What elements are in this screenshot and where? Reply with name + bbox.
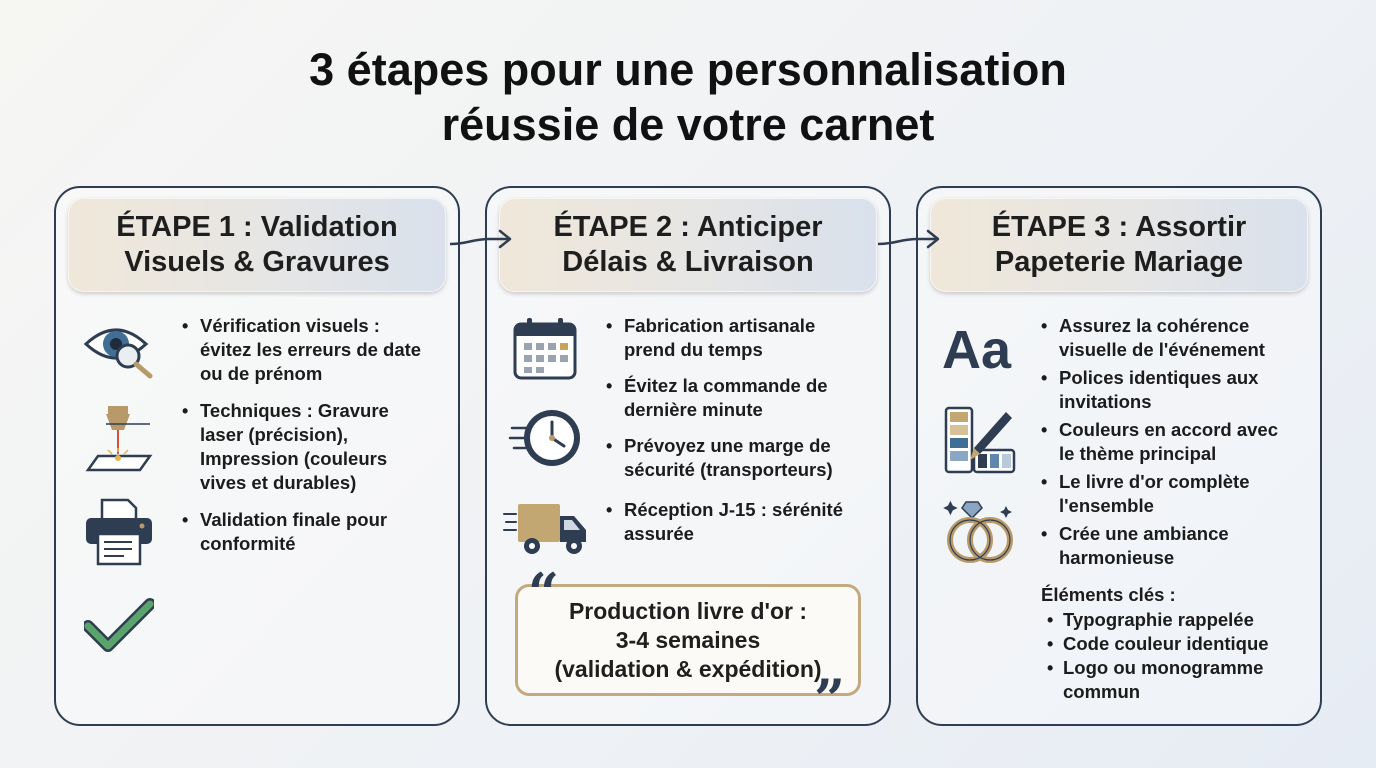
bullet-text-line: visuelle de l'événement	[1059, 339, 1265, 360]
printer-icon	[86, 498, 152, 566]
bullet-text-line: Impression (couleurs	[200, 448, 388, 469]
step-2-heading-line-2: Délais & Livraison	[562, 246, 814, 278]
bullet-text-line: Crée une ambiance	[1059, 523, 1229, 544]
bullet-text-line: commun	[1063, 681, 1141, 702]
bullet-text-line: dernière minute	[624, 399, 763, 420]
bullet-text-line: sécurité (transporteurs)	[624, 459, 833, 480]
step-2-heading: ÉTAPE 2 : Anticiper Délais & Livraison	[499, 198, 877, 292]
step-3-heading-line-2: Papeterie Mariage	[994, 246, 1244, 278]
bullet-text-line: évitez les erreurs de date	[200, 339, 422, 360]
list-item: Typographie rappelée	[1043, 608, 1313, 632]
step-1-heading-line-1: ÉTAPE 1 : Validation	[116, 211, 398, 243]
bullet-text-line: Logo ou monogramme	[1063, 657, 1264, 678]
bullet-text-line: Assurez la cohérence	[1059, 315, 1250, 336]
typography-icon-glyph: Aa	[942, 320, 1012, 376]
typography-icon: Aa	[942, 320, 1012, 376]
step-3-heading-line-1: ÉTAPE 3 : Assortir	[991, 211, 1247, 243]
laser-engraving-icon	[85, 406, 153, 472]
list-item: Le livre d'or complète l'ensemble	[1037, 470, 1315, 518]
callout-line-1: Production livre d'or :	[568, 597, 808, 624]
bullet-text-line: ou de prénom	[200, 363, 323, 384]
bullet-text-line: Polices identiques aux	[1059, 367, 1259, 388]
bullet-text-line: prend du temps	[624, 339, 763, 360]
eye-magnifier-icon	[83, 328, 153, 379]
step-1-heading-line-2: Visuels & Gravures	[124, 246, 390, 278]
list-item: Validation finale pour conformité	[178, 508, 448, 556]
production-time-callout: Production livre d'or : 3-4 semaines (va…	[515, 584, 861, 696]
color-palette-icon	[944, 406, 1016, 474]
bullet-text-line: Évitez la commande de	[624, 375, 828, 396]
list-item: Logo ou monogramme commun	[1043, 656, 1313, 704]
calendar-icon	[513, 318, 577, 380]
bullet-text-line: Réception J-15 : sérénité	[624, 499, 843, 520]
list-item: Couleurs en accord avec le thème princip…	[1037, 418, 1315, 466]
bullet-text-line: Typographie rappelée	[1063, 609, 1254, 630]
open-quote-icon: “	[528, 561, 560, 625]
bullet-text-line: conformité	[200, 533, 296, 554]
list-item: Crée une ambiance harmonieuse	[1037, 522, 1315, 570]
bullet-text-line: laser (précision),	[200, 424, 349, 445]
arrow-right-icon	[878, 229, 940, 249]
close-quote-icon: ”	[814, 667, 846, 731]
step-2-heading-line-1: ÉTAPE 2 : Anticiper	[553, 211, 823, 243]
bullet-text-line: l'ensemble	[1059, 495, 1154, 516]
bullet-text-line: Vérification visuels :	[200, 315, 380, 336]
step-1-bullet-list: Vérification visuels : évitez les erreur…	[178, 314, 448, 556]
bullet-text-line: assurée	[624, 523, 694, 544]
list-item: Techniques : Gravure laser (précision), …	[178, 399, 448, 495]
list-item: Réception J-15 : sérénité assurée	[602, 498, 882, 546]
callout-line-2: 3-4 semaines	[615, 626, 761, 653]
bullet-text-line: invitations	[1059, 391, 1152, 412]
bullet-text-line: Code couleur identique	[1063, 633, 1269, 654]
callout-line-3: (validation & expédition)	[554, 655, 822, 682]
bullet-text-line: Validation finale pour	[200, 509, 388, 530]
step-3-bullet-list: Assurez la cohérence visuelle de l'événe…	[1037, 314, 1315, 570]
bullet-text-line: vives et durables)	[200, 472, 357, 493]
list-item: Évitez la commande de dernière minute	[602, 374, 882, 422]
step-1-heading: ÉTAPE 1 : Validation Visuels & Gravures	[68, 198, 446, 292]
delivery-truck-icon	[503, 504, 586, 554]
bullet-text-line: Le livre d'or complète	[1059, 471, 1250, 492]
bullet-text-line: Prévoyez une marge de	[624, 435, 831, 456]
bullet-text-line: Techniques : Gravure	[200, 400, 389, 421]
bullet-text-line: le thème principal	[1059, 443, 1217, 464]
clock-icon	[508, 410, 580, 466]
list-item: Fabrication artisanale prend du temps	[602, 314, 882, 362]
key-elements-title: Éléments clés :	[1041, 584, 1176, 605]
step-3-heading: ÉTAPE 3 : Assortir Papeterie Mariage	[930, 198, 1308, 292]
arrow-right-icon	[450, 229, 512, 249]
list-item: Code couleur identique	[1043, 632, 1313, 656]
bullet-text-line: Couleurs en accord avec	[1059, 419, 1279, 440]
wedding-rings-icon	[943, 500, 1013, 563]
page-title-line-2: réussie de votre carnet	[441, 99, 935, 150]
list-item: Prévoyez une marge de sécurité (transpor…	[602, 434, 882, 482]
page-title-line-1: 3 étapes pour une personnalisation	[309, 44, 1067, 95]
key-elements-list: Typographie rappelée Code couleur identi…	[1043, 608, 1313, 704]
step-2-bullet-list: Fabrication artisanale prend du temps Év…	[602, 314, 882, 546]
list-item: Assurez la cohérence visuelle de l'événe…	[1037, 314, 1315, 362]
check-icon	[84, 598, 154, 652]
page-title: 3 étapes pour une personnalisation réuss…	[0, 42, 1376, 152]
list-item: Vérification visuels : évitez les erreur…	[178, 314, 448, 386]
bullet-text-line: harmonieuse	[1059, 547, 1175, 568]
list-item: Polices identiques aux invitations	[1037, 366, 1315, 414]
bullet-text-line: Fabrication artisanale	[624, 315, 816, 336]
